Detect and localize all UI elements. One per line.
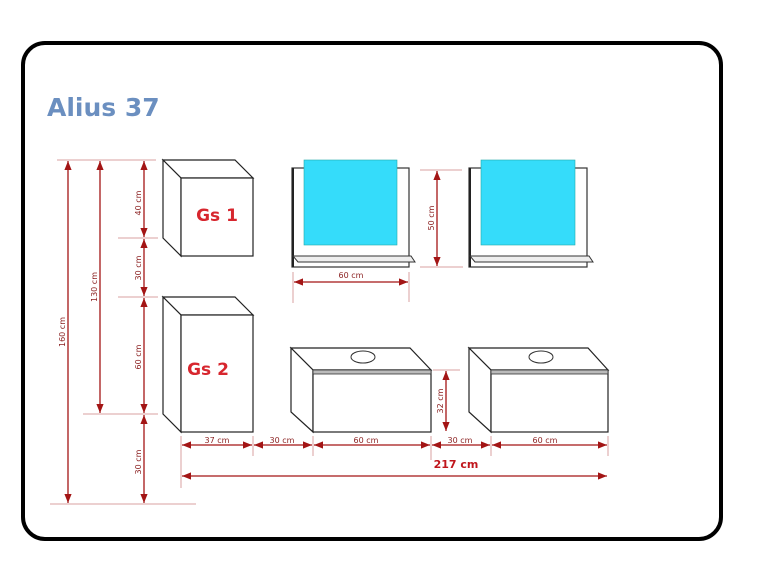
dim-30-gap: 30 cm <box>134 255 143 280</box>
extension-lines <box>50 159 609 505</box>
sink-icon <box>528 350 554 364</box>
dim-37: 37 cm <box>205 436 230 445</box>
sink-icon <box>350 350 376 364</box>
dim-30-b: 30 cm <box>448 436 473 445</box>
diagram-title: Alius 37 <box>47 93 160 122</box>
dim-60-b: 60 cm <box>533 436 558 445</box>
gs1-label: Gs 1 <box>196 206 238 226</box>
dim-60-a: 60 cm <box>354 436 379 445</box>
wall-cabinet-gs1: Gs 1 <box>161 158 255 258</box>
mirror-2 <box>468 159 594 268</box>
dim-40: 40 cm <box>134 190 143 215</box>
dim-50: 50 cm <box>427 205 436 230</box>
horizontal-dimensions: 37 cm 30 cm 60 cm 30 cm 60 cm 217 cm <box>182 436 607 480</box>
mirror-1 <box>291 159 416 268</box>
vertical-dimensions: 160 cm 130 cm 40 cm 30 cm 60 cm 30 cm 50… <box>58 161 450 503</box>
dim-30-floor: 30 cm <box>134 449 143 474</box>
dim-60: 60 cm <box>134 344 143 369</box>
base-cabinet-1 <box>289 346 433 434</box>
dim-mirror-60: 60 cm <box>339 271 364 280</box>
gs2-label: Gs 2 <box>187 360 229 380</box>
base-cabinet-2 <box>467 346 610 434</box>
dim-217: 217 cm <box>434 458 479 471</box>
tall-cabinet-gs2: Gs 2 <box>161 295 255 434</box>
dim-32: 32 cm <box>436 388 445 413</box>
dim-30-a: 30 cm <box>270 436 295 445</box>
dim-130: 130 cm <box>90 272 99 302</box>
dim-160: 160 cm <box>58 317 67 347</box>
